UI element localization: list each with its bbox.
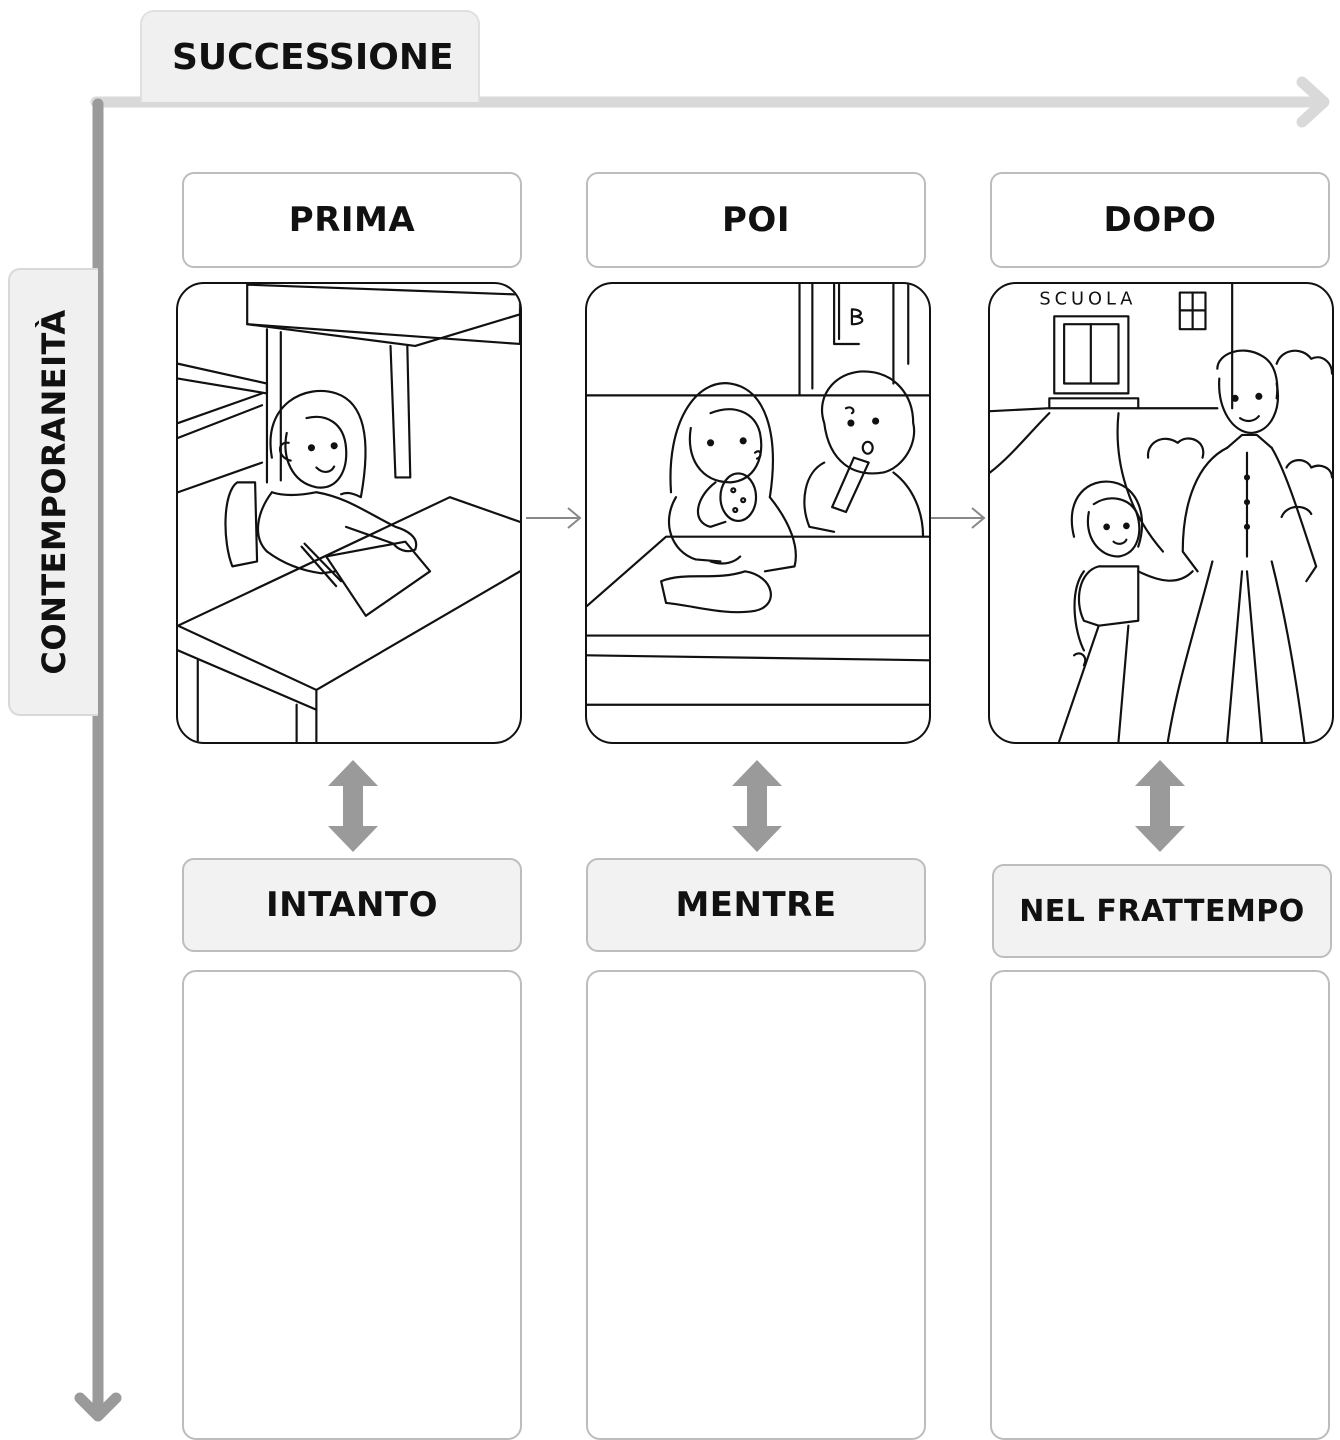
school-sign-text: SCUOLA bbox=[1039, 288, 1136, 309]
double-arrow-2 bbox=[732, 760, 782, 852]
double-arrow-1 bbox=[328, 760, 378, 852]
heading-prima: PRIMA bbox=[182, 172, 522, 268]
sequence-arrow-2 bbox=[930, 507, 986, 529]
scene-prima bbox=[176, 282, 522, 744]
label-intanto: INTANTO bbox=[182, 858, 522, 952]
sequence-arrow-1 bbox=[526, 507, 582, 529]
contemporaneity-tab: CONTEMPORANEITÀ bbox=[8, 268, 98, 716]
double-arrow-3 bbox=[1135, 760, 1185, 852]
heading-dopo: DOPO bbox=[990, 172, 1330, 268]
answer-box-nel-frattempo[interactable] bbox=[990, 970, 1330, 1440]
label-nel-frattempo: NEL FRATTEMPO bbox=[992, 864, 1332, 958]
contemporaneity-title: CONTEMPORANEITÀ bbox=[35, 309, 73, 675]
answer-box-mentre[interactable] bbox=[586, 970, 926, 1440]
scene-dopo: SCUOLA bbox=[988, 282, 1334, 744]
label-mentre: MENTRE bbox=[586, 858, 926, 952]
succession-title: SUCCESSIONE bbox=[140, 10, 480, 102]
scene-poi bbox=[585, 282, 931, 744]
girl-writing-at-desk-icon bbox=[178, 284, 520, 742]
succession-axis-arrow bbox=[90, 76, 1330, 128]
contemporaneity-axis-arrow bbox=[74, 98, 122, 1422]
heading-poi: POI bbox=[586, 172, 926, 268]
child-walking-with-grandfather-icon: SCUOLA bbox=[990, 284, 1332, 742]
children-eating-snack-icon bbox=[587, 284, 929, 706]
answer-box-intanto[interactable] bbox=[182, 970, 522, 1440]
